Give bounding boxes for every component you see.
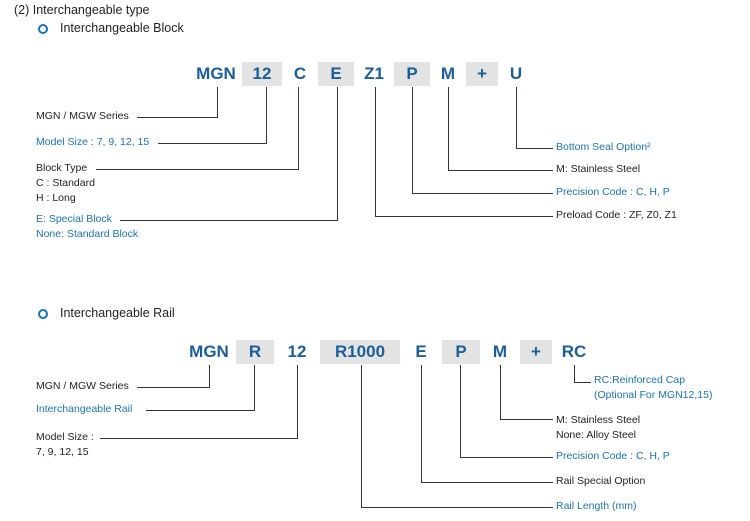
rail-code-series: MGN — [189, 342, 229, 361]
bullet-icon — [38, 24, 48, 34]
block-series-label: MGN / MGW Series — [36, 110, 129, 122]
block-code-type: C — [293, 64, 307, 83]
rail-model-size-label: Model Size : 7, 9, 12, 15 — [36, 431, 94, 458]
rail-code-material: M — [492, 342, 508, 361]
rail-code-cap: RC — [561, 342, 587, 361]
block-code-special: E — [318, 62, 354, 86]
block-title: Interchangeable Block — [60, 21, 184, 35]
block-code-plus: + — [466, 62, 498, 86]
block-code-seal: U — [509, 64, 523, 83]
rail-special-label: Rail Special Option — [556, 475, 646, 487]
section-title: (2) Interchangeable type — [14, 3, 150, 17]
block-preload-label: Preload Code : ZF, Z0, Z1 — [556, 209, 677, 221]
rail-code-length: R1000 — [320, 340, 400, 364]
rail-cap-label: RC:Reinforced Cap (Optional For MGN12,15… — [594, 374, 713, 401]
block-precision-label: Precision Code : C, H, P — [556, 186, 670, 198]
rail-code-size: 12 — [287, 342, 307, 361]
block-code-size: 12 — [242, 62, 282, 86]
rail-material-label: M: Stainless Steel None: Alloy Steel — [556, 414, 641, 441]
block-type-label: Block Type C : Standard H : Long — [36, 162, 95, 204]
rail-code-rail: R — [236, 340, 274, 364]
rail-title: Interchangeable Rail — [60, 306, 175, 320]
rail-length-label: Rail Length (mm) — [556, 500, 637, 512]
block-code-series: MGN — [196, 64, 236, 83]
block-model-size-label: Model Size : 7, 9, 12, 15 — [36, 136, 150, 148]
rail-series-label: MGN / MGW Series — [36, 380, 129, 392]
block-code-material: M — [440, 64, 456, 83]
rail-code-precision: P — [442, 340, 480, 364]
block-code-precision: P — [394, 62, 430, 86]
block-material-label: M: Stainless Steel — [556, 163, 641, 175]
bullet-icon — [38, 309, 48, 319]
rail-interchangeable-label: Interchangeable Rail — [36, 403, 133, 415]
rail-code-special: E — [415, 342, 427, 361]
block-seal-label: Bottom Seal Option² — [556, 141, 651, 153]
rail-code-plus: + — [520, 340, 552, 364]
rail-precision-label: Precision Code : C, H, P — [556, 450, 670, 462]
block-special-label: E: Special Block None: Standard Block — [36, 213, 139, 240]
block-code-preload: Z1 — [364, 64, 384, 83]
